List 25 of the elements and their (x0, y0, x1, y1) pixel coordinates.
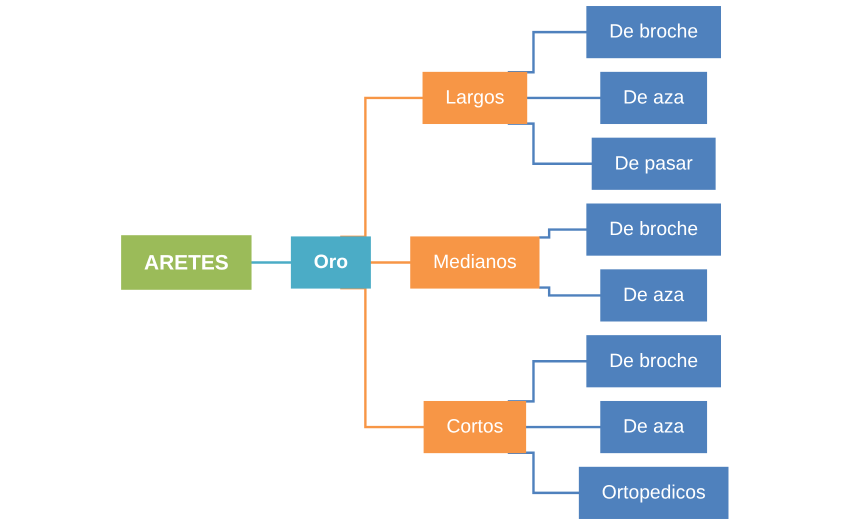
connector (507, 452, 579, 494)
node-box: Cortos (423, 400, 526, 454)
connector (507, 360, 586, 403)
node-box: Ortopedicos (578, 466, 728, 519)
connector (525, 426, 600, 428)
node-box: De aza (600, 400, 707, 454)
connector (538, 228, 586, 239)
connector (340, 286, 424, 428)
connector (340, 96, 423, 238)
connector (507, 122, 592, 165)
connector (526, 96, 600, 100)
node-box: De aza (600, 72, 707, 124)
node-box: ARETES (120, 235, 252, 290)
node-box: De pasar (591, 138, 716, 190)
node-box: De broche (586, 335, 721, 388)
node-box: Medianos (410, 236, 540, 289)
connector (507, 30, 586, 74)
connector (250, 261, 291, 264)
node-box: De broche (586, 204, 721, 256)
node-box: De broche (586, 6, 721, 58)
node-box: Oro (290, 236, 371, 289)
connector (370, 261, 410, 264)
node-box: Largos (422, 72, 527, 124)
node-box: De aza (600, 269, 707, 322)
connector (538, 286, 600, 297)
